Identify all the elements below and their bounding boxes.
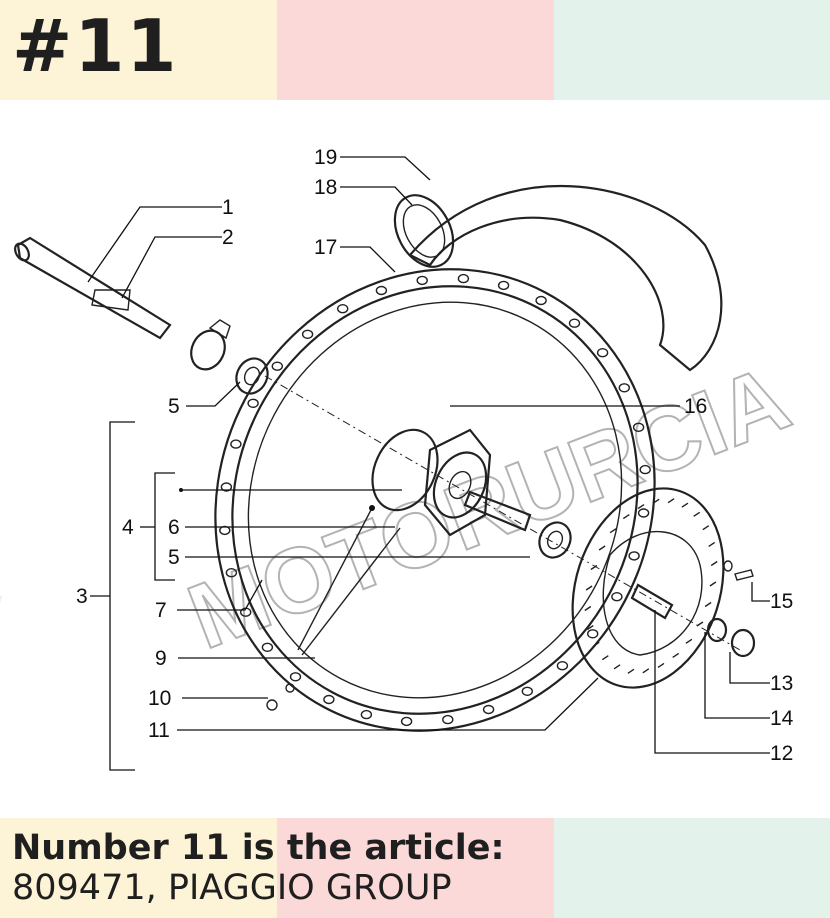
rim-hole <box>521 686 533 696</box>
wheel-hub <box>371 428 572 559</box>
watermark-text: MOTORURCIA <box>176 347 803 669</box>
rim-hole <box>289 672 302 682</box>
rim-hole <box>618 383 630 393</box>
disc-hardware <box>630 560 756 658</box>
label-17: 17 <box>314 236 337 259</box>
disc-slot <box>708 541 716 547</box>
caption-article: 809471, PIAGGIO GROUP <box>12 868 452 908</box>
label-9: 9 <box>155 647 167 670</box>
rim-hole <box>556 661 569 671</box>
label-18: 18 <box>314 176 337 199</box>
rim-hole <box>271 361 283 371</box>
label-14: 14 <box>770 707 794 730</box>
disc-slot <box>584 605 592 612</box>
disc-slot <box>685 638 693 644</box>
disc-slot <box>672 652 680 658</box>
rim-hole <box>482 704 495 715</box>
wheel-axle <box>14 236 172 340</box>
label-1: 1 <box>222 196 234 219</box>
label-5-top: 5 <box>168 395 180 418</box>
rim-hole <box>301 329 314 339</box>
band-yellow <box>0 818 277 918</box>
tyre <box>393 185 723 372</box>
rim-hole <box>323 694 335 705</box>
rim-hole <box>360 709 373 720</box>
band-yellow <box>0 0 277 100</box>
band-pink <box>277 0 554 100</box>
rim-hole <box>457 273 470 284</box>
rim-hole <box>220 482 233 492</box>
bearing-left <box>235 357 269 395</box>
rim-hole <box>416 275 428 286</box>
caption-title: Number 11 is the article: <box>12 828 505 868</box>
brake-disc <box>571 487 725 689</box>
rim-hole <box>587 629 599 639</box>
part-labels: 1 2 3 4 5 5 6 7 9 10 11 12 13 14 15 16 1… <box>76 146 794 765</box>
label-10: 10 <box>148 687 171 710</box>
rim-hole <box>225 568 238 578</box>
rim-hole <box>442 714 454 725</box>
item-number-badge: #11 <box>12 4 179 88</box>
rim-hole <box>400 716 413 727</box>
disc-slot <box>667 498 675 504</box>
label-16: 16 <box>684 395 707 418</box>
label-2: 2 <box>222 226 234 249</box>
disc-slot <box>709 581 717 587</box>
disc-slot <box>627 668 635 674</box>
footer-band <box>0 818 830 918</box>
disc-slot <box>710 560 718 567</box>
watermark <box>0 596 3 654</box>
disc-slot <box>590 564 598 571</box>
disc-slot <box>657 662 665 668</box>
label-4: 4 <box>122 516 134 539</box>
disc-slot <box>586 625 594 631</box>
rim-hole <box>337 304 349 314</box>
disc-slot <box>609 528 617 534</box>
rim-hole <box>497 280 510 291</box>
label-3: 3 <box>76 585 88 608</box>
label-6: 6 <box>168 516 180 539</box>
disc-slot <box>598 545 606 551</box>
rim-hole <box>261 642 274 652</box>
disc-slot <box>704 601 712 608</box>
rim-hole <box>611 592 623 602</box>
label-11: 11 <box>148 719 170 742</box>
disc-slot <box>601 655 609 661</box>
band-mint <box>554 818 830 918</box>
disc-slot <box>637 504 645 510</box>
rim-hole <box>230 439 242 449</box>
assembly-axis <box>264 375 741 651</box>
rim-hole <box>637 508 650 518</box>
label-7: 7 <box>155 599 167 622</box>
wheel-exploded-diagram: MOTORURCIA <box>0 146 803 771</box>
disc-slot <box>652 498 660 504</box>
disc-slot <box>681 502 689 508</box>
label-5-bottom: 5 <box>168 546 180 569</box>
rim-hole <box>596 348 609 358</box>
rim-hole <box>535 295 547 306</box>
label-15: 15 <box>770 590 793 613</box>
leader-lines <box>87 156 770 771</box>
header-band <box>0 0 830 100</box>
disc-slot <box>702 525 710 531</box>
label-19: 19 <box>314 146 337 169</box>
rim-hole <box>639 464 651 475</box>
band-mint <box>554 0 830 100</box>
rim-hole <box>632 422 645 432</box>
label-13: 13 <box>770 672 793 695</box>
rim-hole <box>247 398 259 408</box>
disc-slot <box>585 585 593 591</box>
rim-hole <box>375 285 388 296</box>
disc-slot <box>693 511 701 517</box>
spokes <box>266 507 401 711</box>
label-12: 12 <box>770 742 793 765</box>
disc-slot <box>613 664 621 670</box>
rim-hole <box>628 551 640 561</box>
speedometer-drive <box>190 319 231 371</box>
rim-hole <box>568 318 581 328</box>
disc-slot <box>622 514 630 520</box>
band-pink <box>277 818 554 918</box>
disc-slot <box>592 641 600 647</box>
disc-slot <box>642 668 650 674</box>
